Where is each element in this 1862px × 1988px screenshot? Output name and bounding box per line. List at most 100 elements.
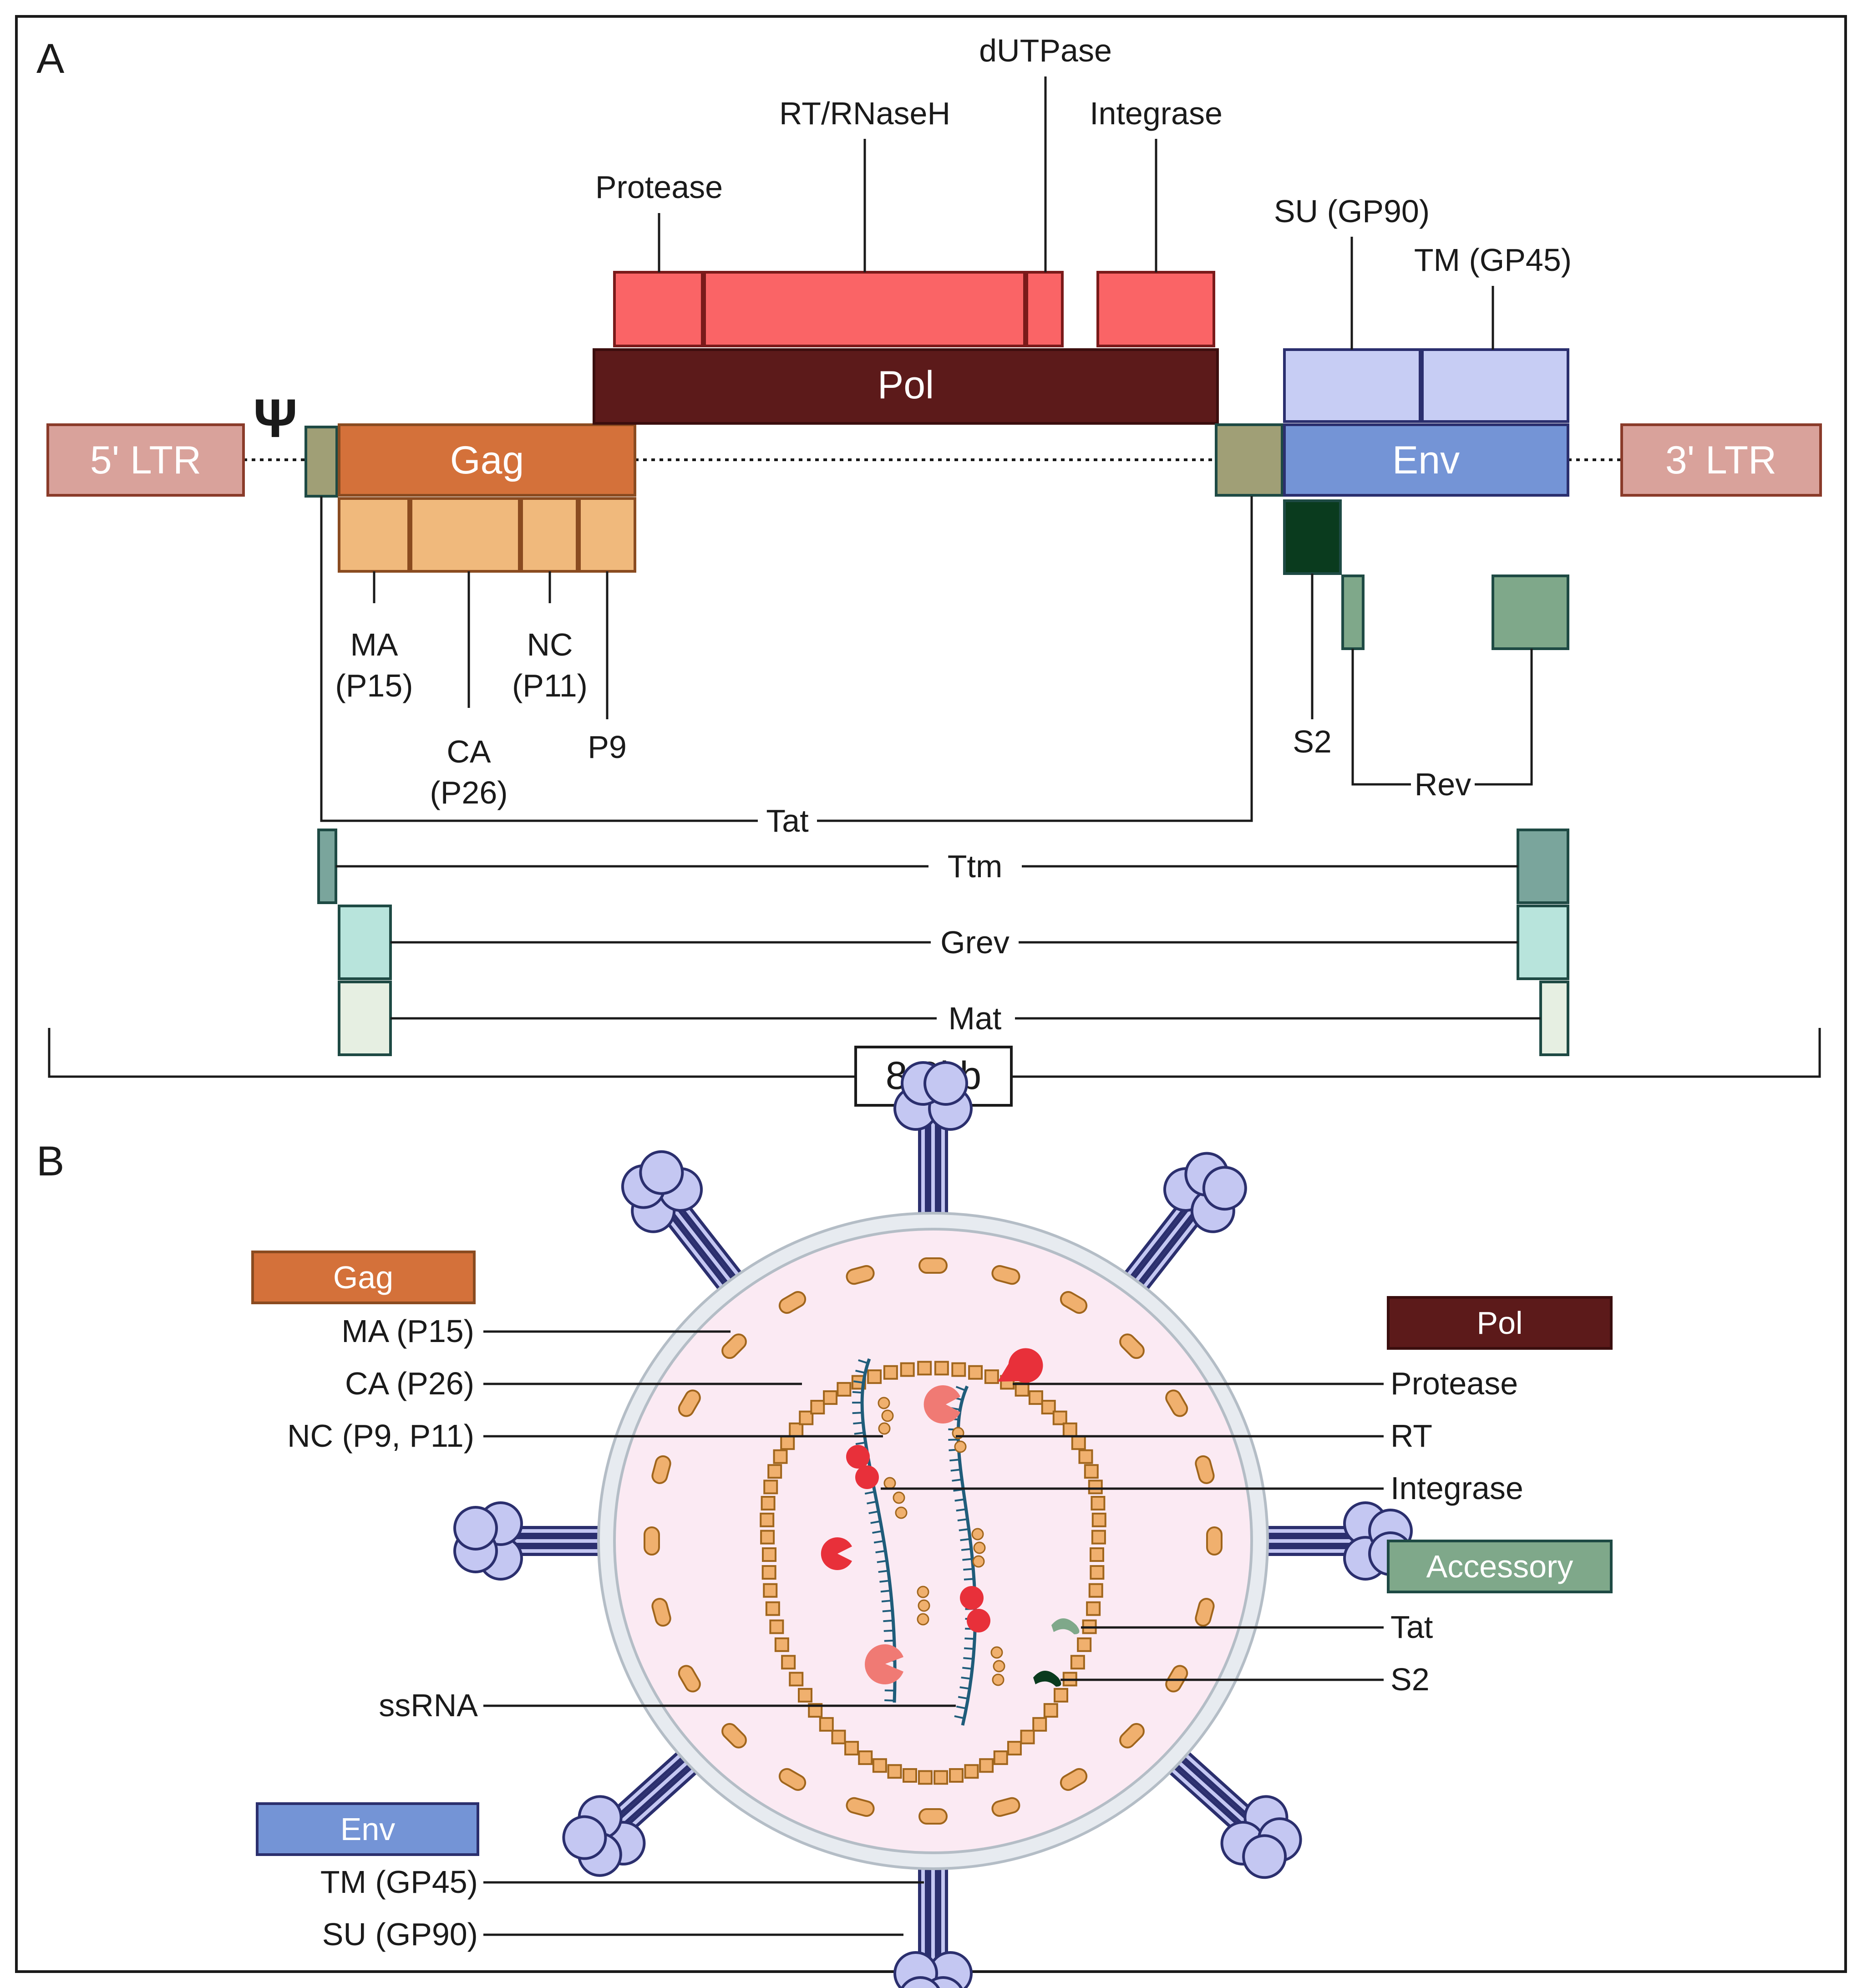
matrix-protein bbox=[651, 1598, 671, 1627]
pol-legend-label: Pol bbox=[1476, 1305, 1522, 1341]
p9-label: P9 bbox=[588, 729, 627, 765]
capsid-protein bbox=[767, 1464, 782, 1479]
capsid-protein bbox=[1088, 1583, 1103, 1598]
capsid-protein bbox=[949, 1768, 964, 1783]
matrix-protein bbox=[1165, 1389, 1188, 1417]
mat-exon2-box bbox=[1539, 981, 1569, 1056]
ltr5-label: 5' LTR bbox=[90, 438, 201, 482]
capsid-protein bbox=[1077, 1637, 1092, 1652]
capsid-protein bbox=[1062, 1422, 1077, 1437]
integrase-callout-label: Integrase bbox=[1390, 1470, 1523, 1506]
integrase-protein-1b bbox=[855, 1465, 879, 1489]
capsid-protein bbox=[761, 1496, 776, 1511]
tat-protein bbox=[1051, 1618, 1080, 1634]
ma-subunit-box bbox=[338, 497, 410, 573]
nc-subunit-box bbox=[520, 497, 578, 573]
pol-box bbox=[593, 348, 1219, 425]
capsid-protein bbox=[1070, 1655, 1085, 1670]
matrix-protein bbox=[918, 1257, 948, 1274]
capsid-protein bbox=[789, 1422, 804, 1437]
matrix-protein bbox=[1119, 1333, 1145, 1359]
capsid-protein bbox=[917, 1361, 932, 1376]
ca-label-line1: CA bbox=[446, 734, 491, 769]
grev-exon1-box bbox=[338, 905, 392, 980]
rt-callout-label: RT bbox=[1390, 1418, 1432, 1454]
s2-box bbox=[1283, 499, 1342, 575]
accessory-legend-label: Accessory bbox=[1426, 1549, 1573, 1584]
capsid-protein bbox=[1020, 1729, 1035, 1744]
env-spike bbox=[562, 1742, 708, 1877]
env-spike bbox=[893, 1061, 973, 1227]
matrix-protein bbox=[1206, 1526, 1223, 1556]
ttm-exon2-box bbox=[1517, 829, 1569, 904]
ltr3-label: 3' LTR bbox=[1665, 438, 1776, 482]
tat-connector-left bbox=[320, 496, 758, 822]
capsid-protein bbox=[887, 1764, 902, 1779]
capsid-protein bbox=[1028, 1390, 1043, 1405]
matrix-protein bbox=[644, 1526, 660, 1556]
env-spike bbox=[453, 1501, 619, 1581]
capsid-protein bbox=[823, 1390, 838, 1405]
capsid-protein bbox=[763, 1583, 778, 1598]
capsid-protein bbox=[1084, 1464, 1099, 1479]
tm-label: TM (GP45) bbox=[1414, 242, 1572, 278]
matrix-protein bbox=[1060, 1291, 1088, 1314]
ttm-label: Ttm bbox=[948, 849, 1003, 884]
capsid-protein bbox=[789, 1672, 804, 1687]
gag-legend-box bbox=[251, 1251, 476, 1304]
capsid-protein bbox=[979, 1758, 994, 1773]
matrix-protein bbox=[678, 1389, 701, 1417]
protease-callout-label: Protease bbox=[1390, 1366, 1518, 1401]
panel-b-label: B bbox=[36, 1138, 64, 1185]
capsid-protein bbox=[1071, 1435, 1086, 1450]
ca-label-line2: (P26) bbox=[430, 775, 507, 810]
pol-label: Pol bbox=[878, 363, 934, 407]
rt-protein-2 bbox=[865, 1644, 903, 1685]
matrix-protein bbox=[678, 1665, 701, 1693]
pol-proteins bbox=[821, 1348, 1043, 1685]
rev-exon2-box bbox=[1492, 575, 1569, 650]
tat-label: Tat bbox=[766, 803, 808, 839]
tm-callout-label: TM (GP45) bbox=[320, 1864, 478, 1900]
capsid-protein bbox=[1015, 1382, 1030, 1397]
matrix-protein bbox=[778, 1291, 807, 1314]
integrase-label: Integrase bbox=[1090, 96, 1223, 131]
integrase-box bbox=[1096, 271, 1215, 347]
rev-connector-left bbox=[1351, 649, 1411, 786]
s2-protein bbox=[1033, 1671, 1061, 1687]
matrix-protein bbox=[721, 1723, 747, 1749]
env-spike bbox=[621, 1150, 750, 1301]
capsid-protein bbox=[760, 1512, 775, 1527]
matrix-protein bbox=[918, 1808, 948, 1825]
mat-label: Mat bbox=[949, 1001, 1002, 1036]
matrix-protein bbox=[1195, 1598, 1215, 1627]
tat-callout-label: Tat bbox=[1390, 1609, 1433, 1645]
capsid-protein bbox=[763, 1480, 778, 1495]
rev-label: Rev bbox=[1415, 767, 1471, 802]
ca-callout-label: CA (P26) bbox=[345, 1366, 474, 1401]
protease-protein bbox=[998, 1348, 1043, 1383]
capsid-protein bbox=[1091, 1496, 1106, 1511]
capsid-protein bbox=[867, 1369, 882, 1384]
env-legend-label: Env bbox=[340, 1811, 396, 1847]
capsid-protein bbox=[1007, 1741, 1022, 1756]
matrix-protein bbox=[1195, 1455, 1215, 1484]
integrase-protein-2a bbox=[960, 1586, 984, 1610]
capsid-protein bbox=[903, 1768, 918, 1783]
capsid-protein bbox=[1032, 1717, 1047, 1732]
s2-label: S2 bbox=[1293, 724, 1332, 759]
ma-callout-label: MA (P15) bbox=[341, 1313, 474, 1349]
capsid-protein bbox=[765, 1601, 780, 1616]
length-bracket-left bbox=[48, 1028, 856, 1078]
matrix-layer bbox=[644, 1257, 1223, 1825]
gag-legend-label: Gag bbox=[333, 1260, 393, 1295]
capsid-protein bbox=[760, 1530, 775, 1545]
rev-exon1-box bbox=[1341, 575, 1365, 650]
rt-rnaseh-label: RT/RNaseH bbox=[779, 96, 950, 131]
capsid-protein bbox=[1052, 1410, 1067, 1425]
nc-proteins bbox=[878, 1397, 1005, 1686]
capsid-protein bbox=[761, 1565, 776, 1580]
matrix-protein bbox=[778, 1768, 807, 1791]
length-bracket-right bbox=[1011, 1028, 1821, 1078]
env-label: Env bbox=[1392, 438, 1460, 482]
